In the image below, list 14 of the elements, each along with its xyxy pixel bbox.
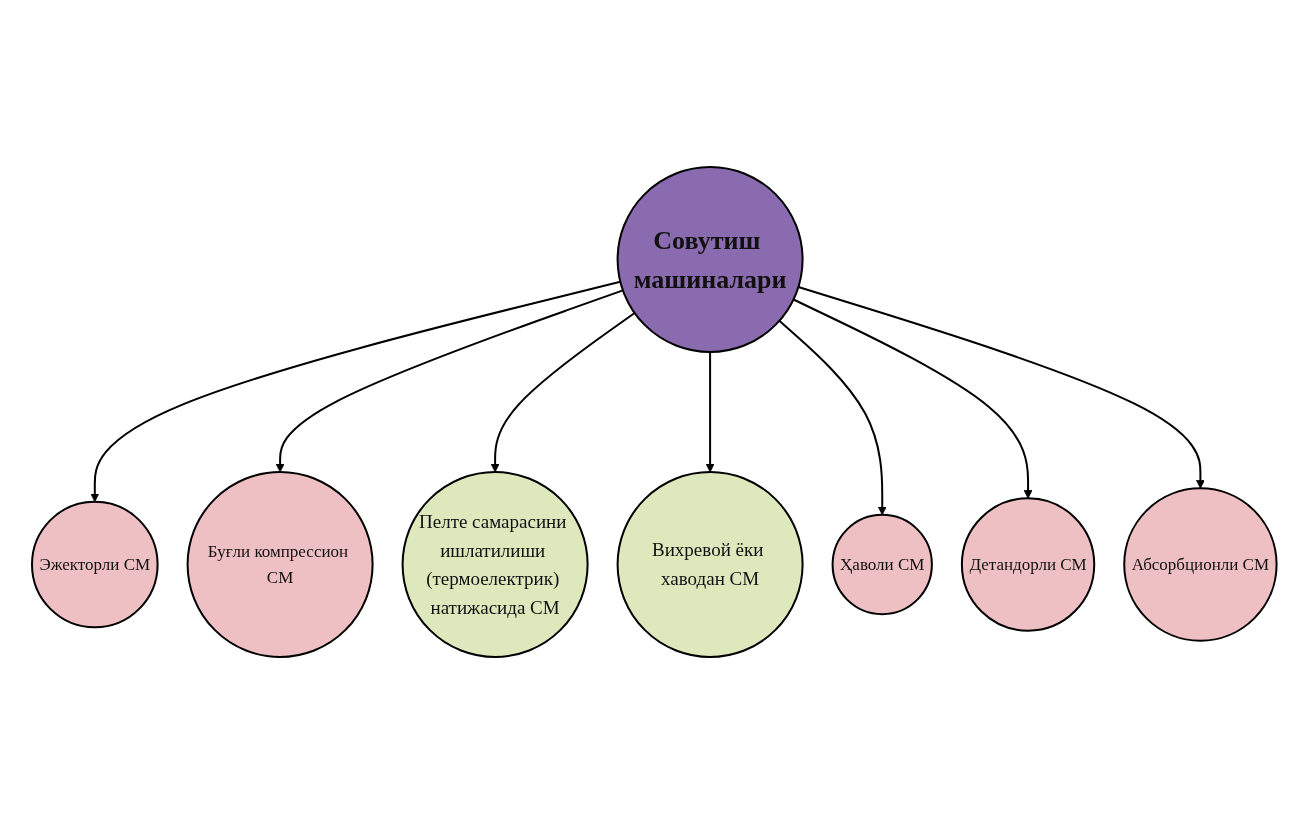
node-circle: Ҳаволи СМ [831, 513, 934, 615]
node-circle: Детандорли СМ [961, 496, 1096, 632]
node-circle: Вихревой ёки хаводан СМ [616, 470, 804, 658]
node-circle: Совутиш машиналари [616, 165, 804, 353]
node-circle: Буғли компрессион СМ [186, 470, 374, 658]
arrow [90, 280, 622, 502]
arrow [705, 350, 715, 472]
arrow [797, 285, 1205, 489]
node-circle: Абсорбционли СМ [1123, 486, 1278, 642]
node-circle: Пелте самарасини ишлатилиши (термоелектрик) натижасида СМ [401, 470, 589, 658]
arrow [778, 319, 887, 515]
arrow [792, 298, 1033, 499]
node-circle: Эжекторли СМ [31, 500, 159, 628]
arrow [490, 311, 636, 472]
